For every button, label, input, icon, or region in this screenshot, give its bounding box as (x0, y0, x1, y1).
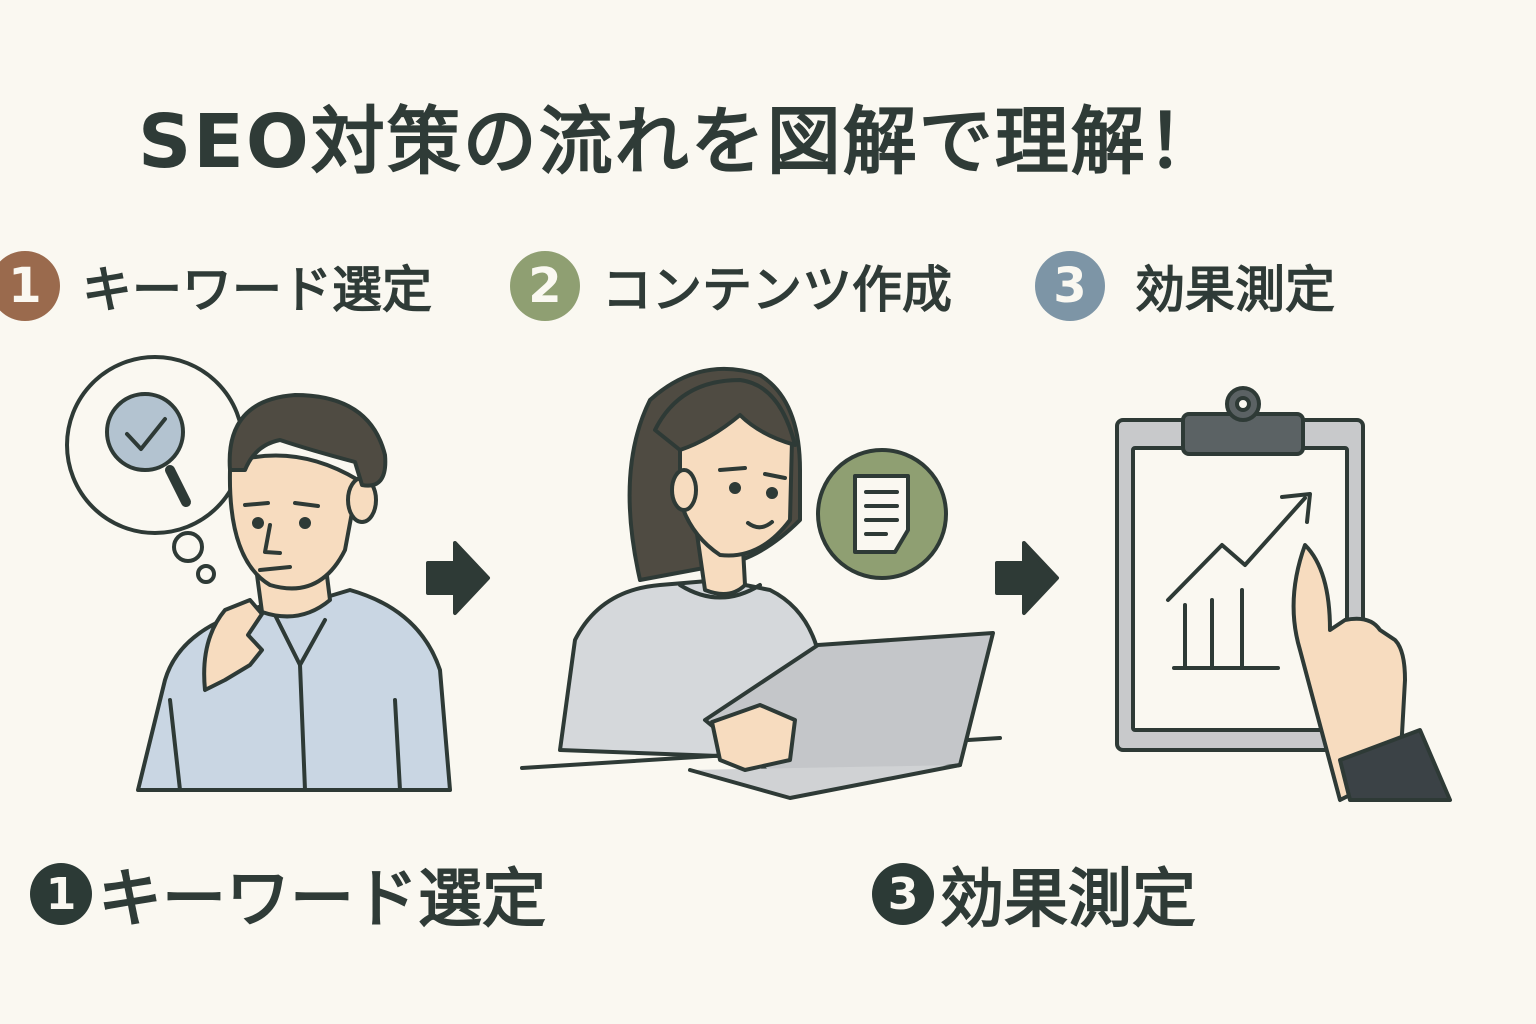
arrow-right-icon (426, 541, 490, 615)
bottom-label-3-text: 効果測定 (940, 863, 1196, 937)
step-3-label: 効果測定 (1135, 261, 1335, 319)
step-3-header: 3 効果測定 (1035, 250, 1335, 322)
thinking-man (65, 355, 452, 792)
step-3-badge: 3 (1035, 251, 1105, 321)
bottom-label-1-text: キーワード選定 (98, 863, 546, 937)
step-1-label: キーワード選定 (82, 261, 432, 319)
bottom-label-3: 3 効果測定 (872, 848, 1196, 940)
woman-at-laptop (520, 366, 1002, 800)
step-1-badge: 1 (0, 251, 60, 321)
bottom-badge-1: 1 (30, 863, 92, 925)
arrow-right-icon (995, 541, 1059, 615)
document-icon (816, 448, 948, 580)
step-2-badge: 2 (510, 251, 580, 321)
step-2-label: コンテンツ作成 (602, 261, 952, 319)
step-1-header: 1 キーワード選定 (0, 250, 432, 322)
magnifier-check-icon (105, 392, 191, 507)
clipboard-chart (1115, 386, 1452, 802)
page-title: SEO対策の流れを図解で理解！ (138, 99, 1223, 185)
bottom-badge-3: 3 (872, 863, 934, 925)
bottom-label-1: 1 キーワード選定 (30, 848, 546, 940)
rising-chart-icon (1166, 492, 1312, 670)
step-2-header: 2 コンテンツ作成 (510, 250, 952, 322)
